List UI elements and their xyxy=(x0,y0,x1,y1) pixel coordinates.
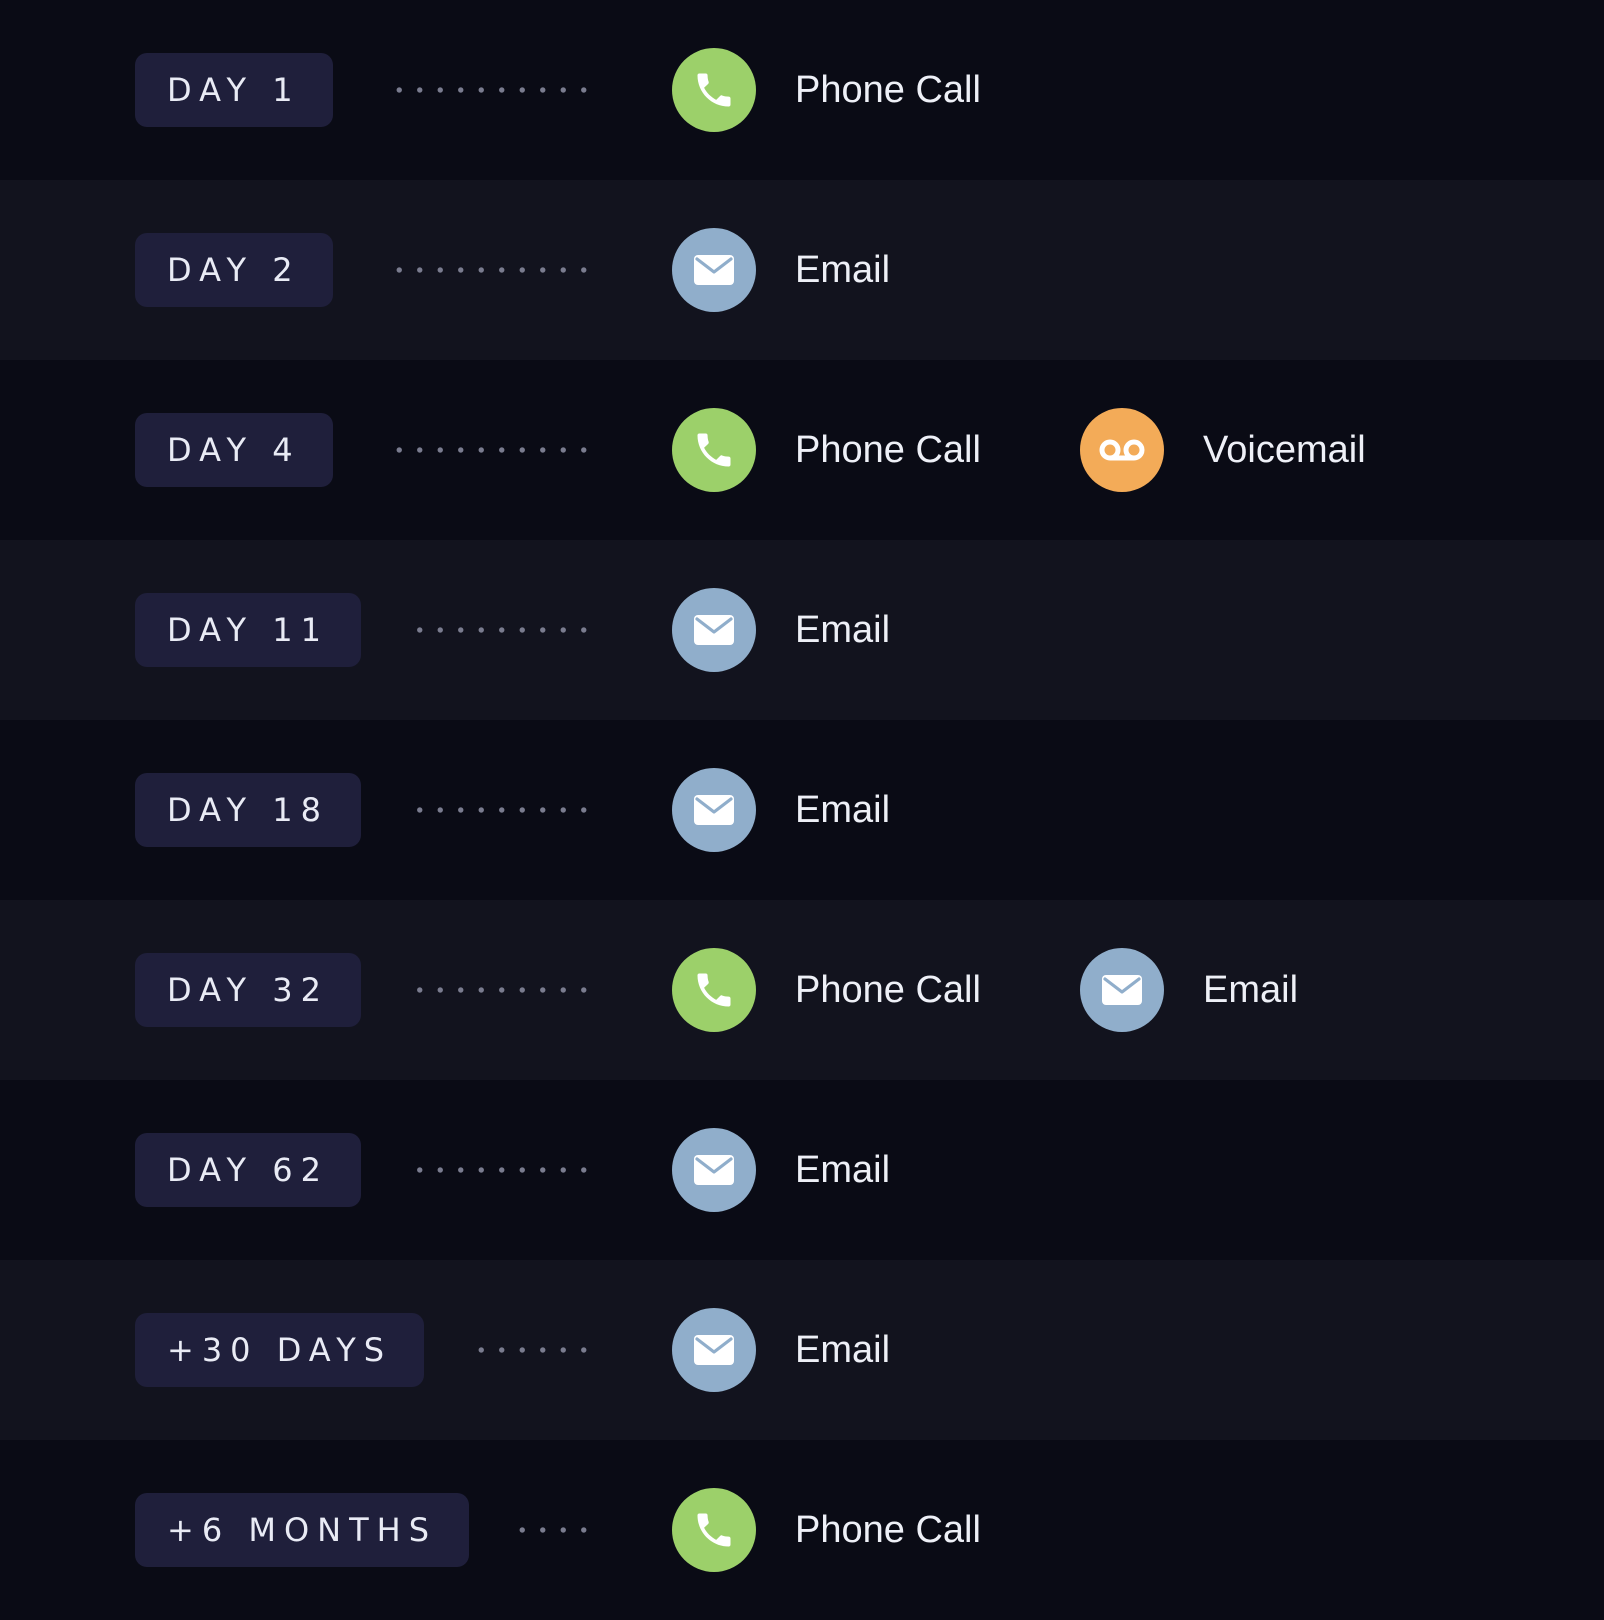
action-email: Email xyxy=(1080,948,1298,1032)
action-label: Voicemail xyxy=(1203,428,1366,471)
action-label: Email xyxy=(795,788,891,831)
day-badge: DAY 11 xyxy=(135,593,361,667)
day-badge: DAY 1 xyxy=(135,53,333,127)
action-label: Phone Call xyxy=(795,68,981,111)
action-email: Email xyxy=(672,1308,890,1392)
phone-icon xyxy=(672,948,756,1032)
action-email: Email xyxy=(672,228,890,312)
timeline-row: DAY 2 Email xyxy=(0,180,1604,360)
dotted-connector xyxy=(411,806,594,814)
action-email: Email xyxy=(672,768,890,852)
day-badge: DAY 32 xyxy=(135,953,361,1027)
action-label: Email xyxy=(795,1328,891,1371)
day-badge: DAY 2 xyxy=(135,233,333,307)
action-label: Email xyxy=(795,248,891,291)
day-badge: DAY 18 xyxy=(135,773,361,847)
action-phone: Phone Call xyxy=(672,48,981,132)
phone-icon xyxy=(672,408,756,492)
timeline-row: DAY 18 Email xyxy=(0,720,1604,900)
envelope-icon xyxy=(672,588,756,672)
dotted-connector xyxy=(474,1346,594,1354)
action-label: Phone Call xyxy=(795,968,981,1011)
action-label: Email xyxy=(795,1148,891,1191)
dotted-connector xyxy=(411,1166,594,1174)
dotted-connector xyxy=(383,86,594,94)
action-email: Email xyxy=(672,1128,890,1212)
envelope-icon xyxy=(1080,948,1164,1032)
action-voicemail: Voicemail xyxy=(1080,408,1366,492)
timeline-row: DAY 62 Email xyxy=(0,1080,1604,1260)
day-badge: DAY 62 xyxy=(135,1133,361,1207)
phone-icon xyxy=(672,1488,756,1572)
timeline-row: +6 MONTHS Phone Call xyxy=(0,1440,1604,1620)
action-phone: Phone Call xyxy=(672,408,981,492)
phone-icon xyxy=(672,48,756,132)
timeline-row: DAY 4 Phone Call Voicemail xyxy=(0,360,1604,540)
action-label: Phone Call xyxy=(795,428,981,471)
envelope-icon xyxy=(672,768,756,852)
dotted-connector xyxy=(411,986,594,994)
timeline-row: DAY 1 Phone Call xyxy=(0,0,1604,180)
envelope-icon xyxy=(672,1308,756,1392)
dotted-connector xyxy=(383,266,594,274)
timeline-row: DAY 32 Phone Call Email xyxy=(0,900,1604,1080)
dotted-connector xyxy=(519,1526,594,1534)
day-badge: +6 MONTHS xyxy=(135,1493,469,1567)
timeline-row: +30 DAYS Email xyxy=(0,1260,1604,1440)
action-label: Email xyxy=(1203,968,1299,1011)
day-badge: DAY 4 xyxy=(135,413,333,487)
timeline-row: DAY 11 Email xyxy=(0,540,1604,720)
dotted-connector xyxy=(411,626,594,634)
action-phone: Phone Call xyxy=(672,948,981,1032)
envelope-icon xyxy=(672,228,756,312)
action-phone: Phone Call xyxy=(672,1488,981,1572)
action-email: Email xyxy=(672,588,890,672)
action-label: Email xyxy=(795,608,891,651)
voicemail-icon xyxy=(1080,408,1164,492)
action-label: Phone Call xyxy=(795,1508,981,1551)
envelope-icon xyxy=(672,1128,756,1212)
dotted-connector xyxy=(383,446,594,454)
day-badge: +30 DAYS xyxy=(135,1313,425,1387)
